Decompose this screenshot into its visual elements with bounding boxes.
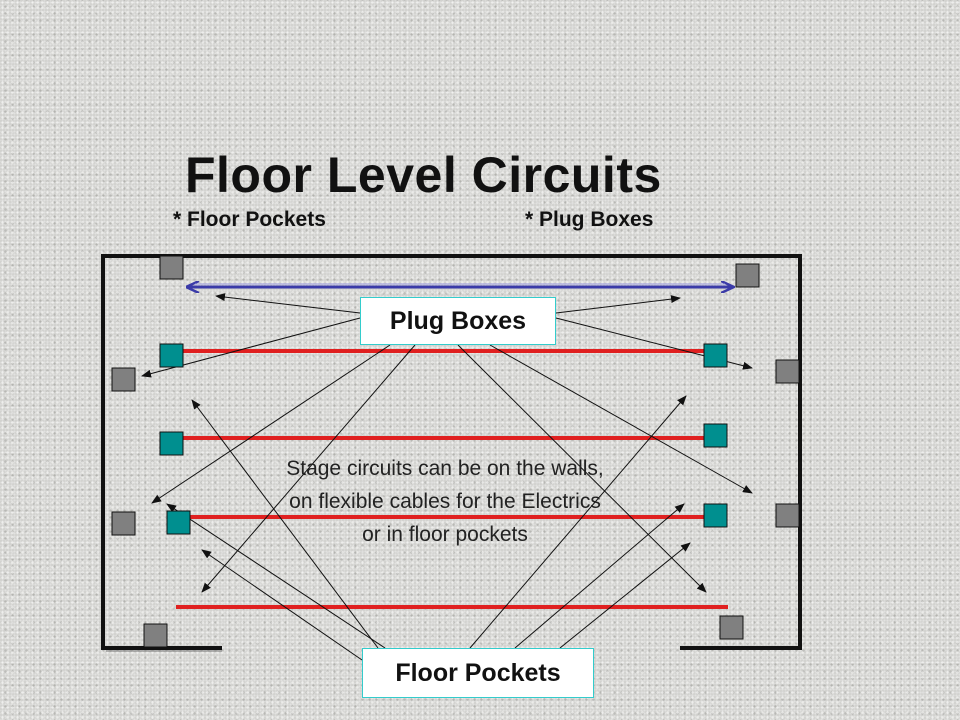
plug-box <box>703 343 728 368</box>
floor-pocket-arrows <box>166 395 691 661</box>
floor-pocket <box>159 255 184 280</box>
floor-pocket-markers <box>111 255 800 648</box>
subtitle-floor-pockets: * Floor Pockets <box>173 208 326 231</box>
floor-arrow <box>469 395 687 649</box>
floor-arrow <box>201 549 363 661</box>
floor-arrow <box>166 503 386 649</box>
plug-box <box>703 503 728 528</box>
floor-arrow <box>559 542 691 649</box>
floor-arrow <box>514 503 685 649</box>
plug-boxes-label: Plug Boxes <box>360 297 556 345</box>
floor-pocket <box>719 615 744 640</box>
plug-box <box>159 343 184 368</box>
floor-pocket <box>111 367 136 392</box>
floor-pocket <box>775 359 800 384</box>
note-line-3: or in floor pockets <box>362 523 528 547</box>
floor-pocket <box>143 623 168 648</box>
plug-arrow <box>555 295 681 314</box>
floor-pocket <box>775 503 800 528</box>
subtitle-plug-boxes: * Plug Boxes <box>525 208 654 231</box>
plug-box <box>166 510 191 535</box>
floor-pocket <box>111 511 136 536</box>
note-line-2: on flexible cables for the Electrics <box>289 490 601 514</box>
plug-box-markers <box>159 343 728 535</box>
wall-right <box>680 254 802 650</box>
page-title: Floor Level Circuits <box>185 147 662 203</box>
plug-box <box>159 431 184 456</box>
wall-left <box>101 254 222 650</box>
electric-pipes <box>176 349 728 609</box>
plug-arrow <box>457 344 707 593</box>
plug-arrow <box>151 344 391 504</box>
plug-arrow <box>215 293 361 314</box>
plug-box <box>703 423 728 448</box>
floor-pocket <box>735 263 760 288</box>
note-line-1: Stage circuits can be on the walls, <box>286 457 604 480</box>
stage-circuits-note: Stage circuits can be on the walls, on f… <box>210 452 680 552</box>
plug-arrow <box>489 344 753 494</box>
floor-arrow <box>191 399 379 649</box>
floor-pockets-label: Floor Pockets <box>362 648 594 698</box>
stage-walls <box>101 254 802 652</box>
